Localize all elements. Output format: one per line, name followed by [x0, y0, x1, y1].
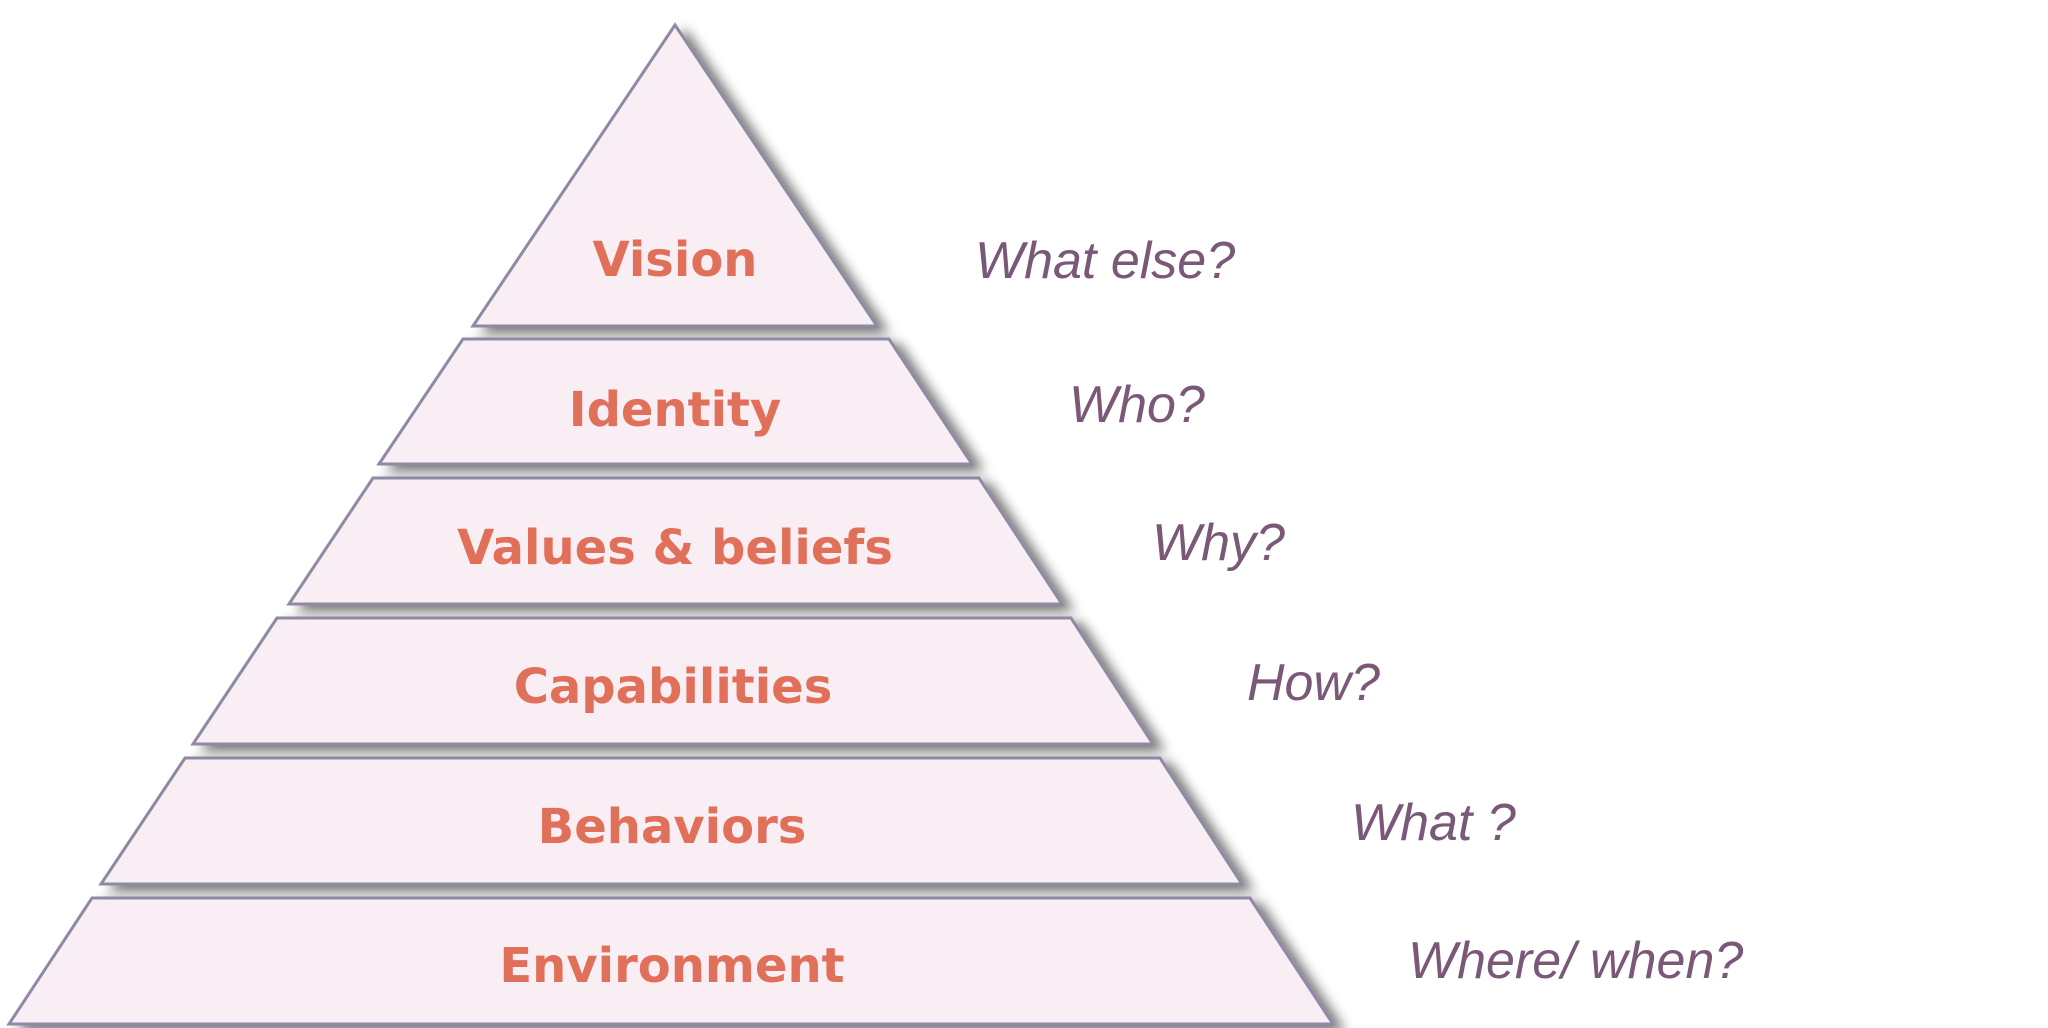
- pyramid-level-identity: Identity Who?: [376, 337, 1205, 466]
- level-question-capabilities: How?: [1247, 654, 1380, 712]
- level-shape-vision: [470, 22, 880, 328]
- pyramid-level-vision: Vision What else?: [470, 22, 1235, 328]
- level-shape-capabilities: [190, 616, 1156, 746]
- level-question-vision: What else?: [975, 232, 1235, 290]
- level-label-environment: Environment: [499, 938, 844, 994]
- level-label-identity: Identity: [569, 382, 782, 438]
- level-label-capabilities: Capabilities: [514, 659, 833, 715]
- level-label-behaviors: Behaviors: [538, 799, 807, 855]
- pyramid-level-capabilities: Capabilities How?: [190, 616, 1380, 746]
- level-question-values: Why?: [1152, 514, 1285, 572]
- level-question-behaviors: What ?: [1351, 794, 1516, 852]
- level-label-values: Values & beliefs: [457, 520, 893, 576]
- level-question-identity: Who?: [1069, 376, 1205, 434]
- pyramid-level-values: Values & beliefs Why?: [286, 476, 1285, 606]
- level-label-vision: Vision: [593, 232, 758, 288]
- level-shape-behaviors: [98, 756, 1245, 886]
- pyramid-level-behaviors: Behaviors What ?: [98, 756, 1516, 886]
- level-shape-identity: [376, 337, 975, 466]
- pyramid-level-environment: Environment Where/ when?: [6, 896, 1743, 1026]
- level-shape-environment: [6, 896, 1336, 1026]
- level-question-environment: Where/ when?: [1408, 932, 1743, 990]
- level-shape-values: [286, 476, 1065, 606]
